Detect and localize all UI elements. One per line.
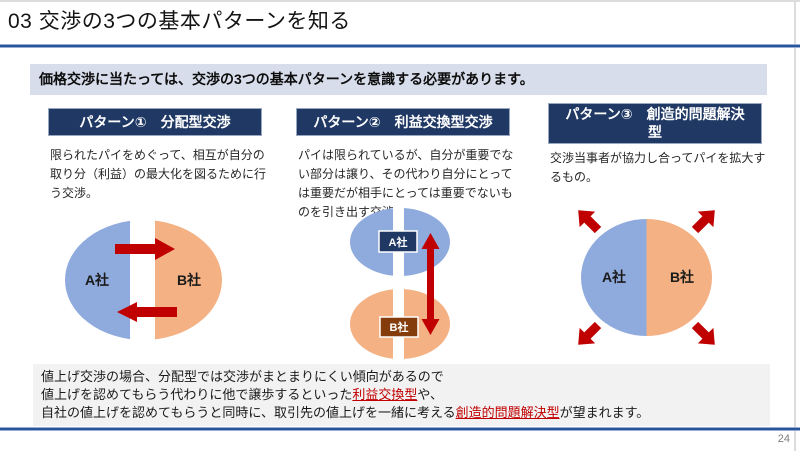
pattern3-header: パターン③ 創造的問題解決型: [548, 103, 762, 144]
window-edge-top: [0, 0, 800, 2]
interest-exchange-term: 利益交換型: [352, 387, 418, 402]
note-line-2: 値上げを認めてもらう代わりに他で譲歩するといった利益交換型や、: [41, 386, 762, 404]
company-a-label: A社: [602, 269, 626, 285]
note-line2-pre: 値上げを認めてもらう代わりに他で譲歩するといった: [41, 387, 353, 402]
arrow-right-icon: [115, 238, 175, 260]
company-b-label: B社: [390, 320, 409, 334]
arrow-down-left-icon: [578, 321, 602, 345]
company-b-box: [379, 316, 419, 338]
company-a-label: A社: [85, 272, 109, 288]
page-title: 03 交渉の3つの基本パターンを知る: [8, 10, 351, 33]
company-a-box: [378, 230, 418, 253]
arrow-down-right-icon: [691, 321, 715, 345]
note-line-1: 値上げ交渉の場合、分配型では交渉がまとまりにくい傾向があるので: [41, 368, 762, 386]
pie-half-company-b: [646, 219, 712, 336]
creative-problem-solving-term: 創造的問題解決型: [455, 405, 560, 420]
arrow-up-right-icon: [691, 210, 715, 234]
pie-split-gap: [393, 203, 404, 363]
distributive-negotiation-diagram: A社 B社: [65, 220, 222, 340]
company-b-label: B社: [670, 269, 694, 285]
summary-note: 値上げ交渉の場合、分配型では交渉がまとまりにくい傾向があるので 値上げを認めても…: [33, 364, 770, 426]
pattern2-description: パイは限られているが、自分が重要でない部分は譲り、その代わり自分にとっては重要だ…: [298, 148, 514, 219]
pattern3-description: 交渉当事者が協力し合ってパイを拡大するもの。: [550, 151, 766, 184]
title-divider-line: [0, 44, 800, 48]
interest-exchange-negotiation-diagram: A社 B社: [350, 203, 450, 363]
page-number: 24: [777, 433, 790, 445]
lead-statement-bar: 価格交渉に当たっては、交渉の3つの基本パターンを意識する必要があります。: [30, 64, 767, 95]
window-edge-right: [794, 0, 796, 451]
pie-half-company-a: [581, 219, 647, 336]
pattern1-header: パターン① 分配型交渉: [48, 108, 262, 136]
pattern2-header: パターン② 利益交換型交渉: [296, 108, 510, 136]
note-line3-post: が望まれます。: [559, 405, 650, 420]
pie-half-company-a: [65, 220, 130, 340]
note-line3-pre: 自社の値上げを認めてもらうと同時に、取引先の値上げを一緒に考える: [41, 405, 456, 420]
note-line2-post: や、: [417, 387, 443, 402]
arrow-left-icon: [117, 302, 177, 322]
note-line-3: 自社の値上げを認めてもらうと同時に、取引先の値上げを一緒に考える創造的問題解決型…: [41, 404, 762, 422]
footer-divider-line: [0, 427, 800, 431]
double-arrow-vertical-icon: [421, 233, 440, 335]
note-line1-text: 値上げ交渉の場合、分配型では交渉がまとまりにくい傾向があるので: [41, 369, 444, 384]
creative-problem-solving-diagram: A社 B社: [578, 210, 715, 345]
arrow-up-left-icon: [578, 210, 602, 234]
company-a-label: A社: [389, 235, 408, 249]
company-b-label: B社: [177, 272, 201, 288]
pattern1-description: 限られたパイをめぐって、相互が自分の取り分（利益）の最大化を図るために行う交渉。: [50, 148, 267, 200]
